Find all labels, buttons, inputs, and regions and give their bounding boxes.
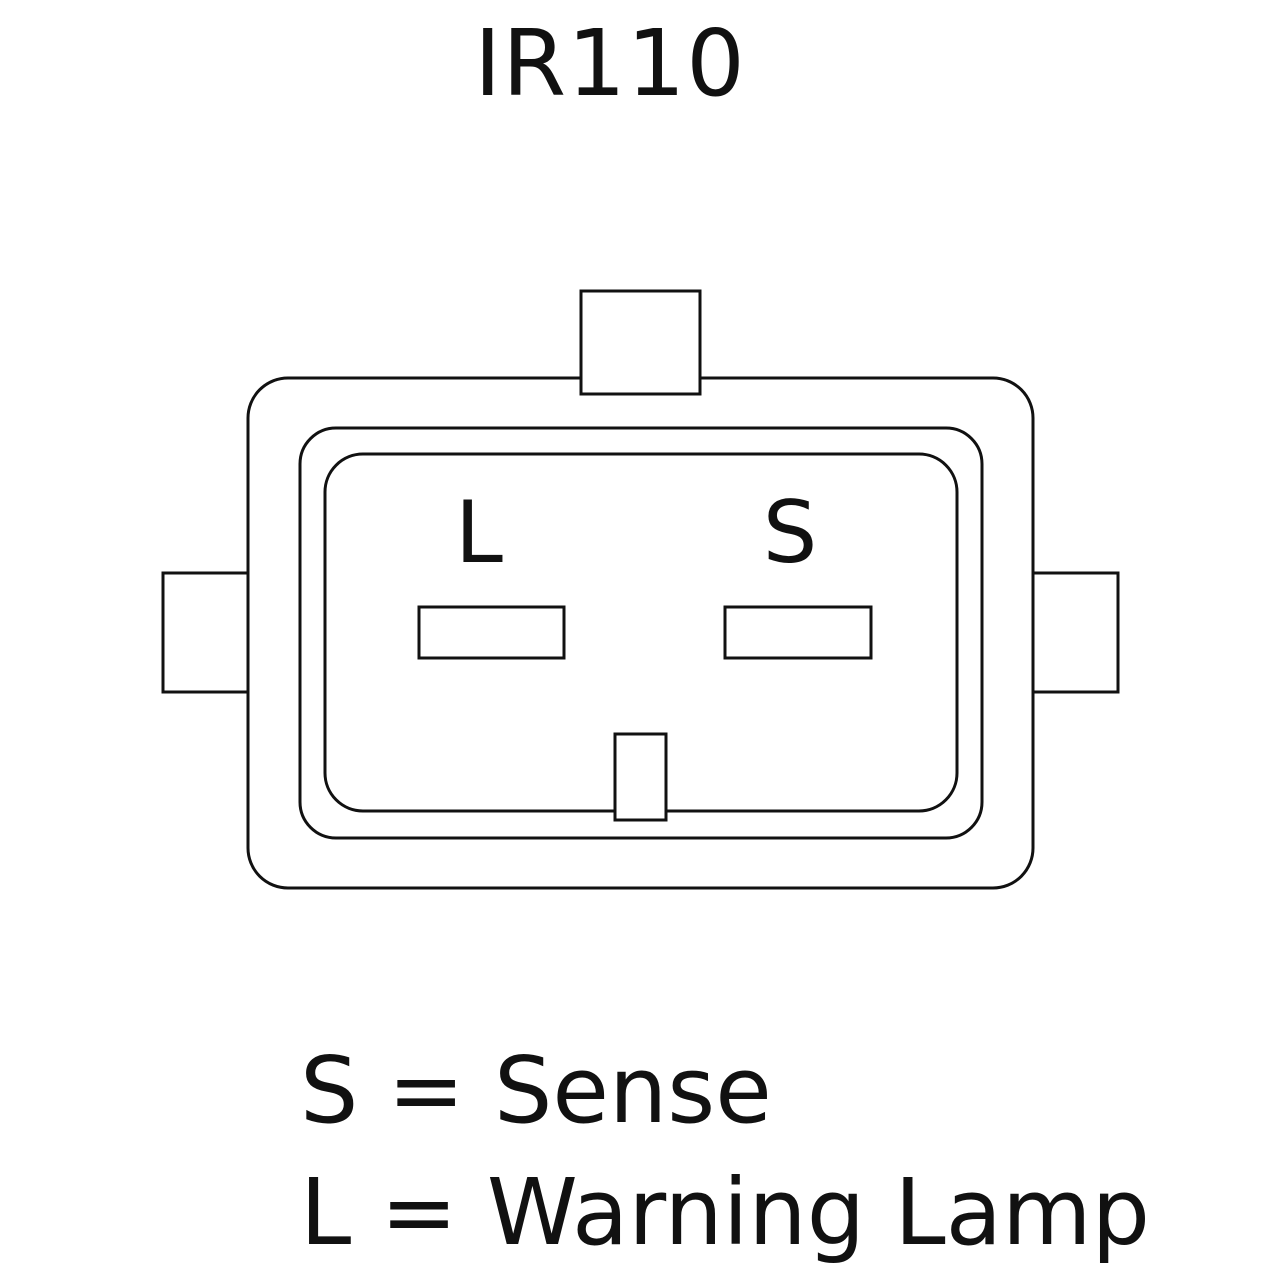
legend-separator: = [387, 1037, 465, 1144]
pin-label-s: S [763, 483, 818, 583]
pin-legend: S = Sense L = Warning Lamp [300, 1030, 1150, 1274]
legend-meaning: Warning Lamp [486, 1159, 1150, 1266]
legend-key: S [300, 1037, 359, 1144]
terminal-s [723, 605, 873, 660]
legend-row-warning-lamp: L = Warning Lamp [300, 1152, 1150, 1274]
top-key-tab [579, 289, 702, 396]
pin-label-l: L [455, 483, 503, 583]
right-side-tab [1029, 571, 1120, 694]
legend-key: L [300, 1159, 352, 1266]
left-side-tab [161, 571, 252, 694]
terminal-l [417, 605, 566, 660]
connector-title: IR110 [474, 10, 746, 117]
legend-meaning: Sense [494, 1037, 772, 1144]
legend-separator: = [380, 1159, 458, 1266]
legend-row-sense: S = Sense [300, 1030, 1150, 1152]
bottom-key [613, 732, 668, 822]
